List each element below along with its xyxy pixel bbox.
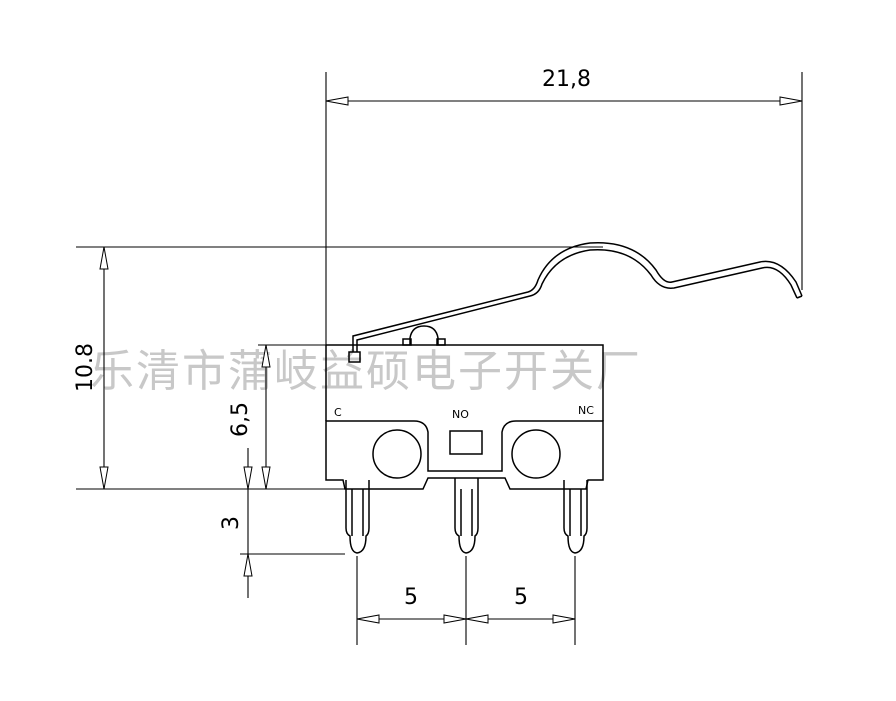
terminal-nc [563, 480, 588, 554]
dim-overall-height-label: 10.8 [73, 343, 98, 392]
terminal-common [345, 480, 370, 554]
dim-pin-length: 3 [219, 448, 253, 598]
pin-label-nc: NC [578, 404, 594, 417]
lever-arm [352, 241, 803, 352]
dim-pitch-right-label: 5 [514, 585, 528, 610]
dim-body-height: 6,5 [228, 344, 271, 490]
dim-pitch-left-label: 5 [404, 585, 418, 610]
mounting-hole-right [511, 429, 561, 479]
pin-label-no: NO [452, 408, 469, 421]
watermark-text: 乐清市蒲岐益硕电子开关厂 [90, 346, 642, 397]
dim-pin-length-label: 3 [219, 516, 244, 530]
center-window [449, 430, 483, 455]
pin-label-common: C [334, 406, 342, 419]
extension-lines [76, 72, 803, 645]
mounting-hole-left [372, 429, 422, 479]
dim-overall-length: 21,8 [325, 67, 803, 106]
dim-body-height-label: 6,5 [228, 402, 253, 437]
dim-overall-height: 10.8 [73, 246, 109, 490]
dim-overall-length-label: 21,8 [542, 67, 591, 92]
dim-pitch: 5 5 [356, 585, 576, 624]
terminal-no [454, 478, 479, 554]
switch-body [325, 325, 604, 490]
